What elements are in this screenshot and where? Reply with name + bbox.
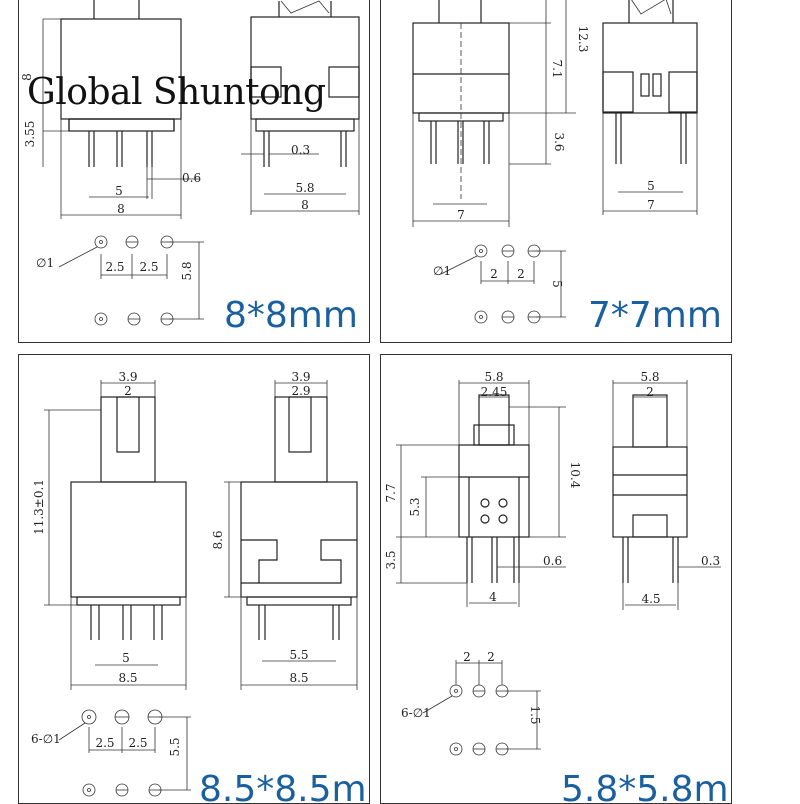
dim-text: 8 [20,73,34,81]
dim-text: 2.5 [95,736,114,750]
dim-text: 8 [117,202,125,216]
dim-text: 5.8 [295,181,314,195]
dim-text: 7 [457,208,465,222]
dim-text: 7.1 [550,59,564,78]
dim-text: 0.3 [701,554,720,568]
dim-text: 2.5 [128,736,147,750]
dim-text: 5.5 [168,737,182,756]
dim-text: 5.5 [289,648,308,662]
dim-text: 0.6 [543,554,562,568]
dim-text: 8 [301,198,309,212]
dim-text: 2 [487,650,495,664]
dim-text: 2.5 [139,260,158,274]
size-label: 5.8*5.8mm [561,769,731,804]
dim-text: 0.6 [182,171,201,185]
dim-text: 5.8 [180,261,194,280]
size-label: 7*7mm [588,295,722,336]
panel-8_5x8_5: 3.9 2 11.3±0.1 5 8.5 3.9 2.9 8.6 5.5 8.5… [18,354,370,804]
drawing-7x7: 12.3 7.1 3.6 7 5 7 ∅1 2 2 5 [412,0,698,324]
dim-text: 2.5 [105,260,124,274]
drawing-8_5x8_5: 3.9 2 11.3±0.1 5 8.5 3.9 2.9 8.6 5.5 8.5… [31,370,358,797]
dim-text: 3.6 [552,132,566,151]
dim-text: 8.6 [211,530,225,549]
dim-text: ∅1 [36,256,54,270]
dim-text: 4 [489,590,497,604]
dim-text: 5 [115,184,123,198]
dim-text: 2.45 [481,385,508,399]
dim-text: 7.7 [384,483,398,502]
dim-text: 5.8 [484,370,503,384]
dim-text: 2 [124,384,132,398]
dim-text: 0.3 [291,143,310,157]
dim-text: 5.8 [640,370,659,384]
dim-text: 11.3±0.1 [32,479,46,535]
panel-7x7: 12.3 7.1 3.6 7 5 7 ∅1 2 2 5 7*7mm [380,0,732,343]
dim-text: 4.5 [641,592,660,606]
dim-text: 5 [647,179,655,193]
dim-text: 2 [490,267,498,281]
dim-text: 3.9 [291,370,310,384]
dim-text: 8.5 [118,671,137,685]
dim-text: 5 [550,280,564,288]
dim-text: 5.3 [408,497,422,516]
dim-text: 5 [122,651,130,665]
dim-text: 1.5 [528,705,542,724]
watermark-text: Global Shuntong [27,72,326,113]
dim-text: 7 [647,198,655,212]
dim-text: 6-∅1 [31,732,61,746]
dim-text: 2.9 [291,384,310,398]
size-label: 8*8mm [224,295,358,336]
dim-text: 2 [517,267,525,281]
drawing-5_8x5_8: 5.8 2.45 10.4 7.7 5.3 3.5 0.6 4 5.8 2 0.… [384,370,721,756]
panel-8x8: 8 3.55 0.3 0.6 5 8 5.8 8 ∅1 2.5 2.5 5.8 … [18,0,370,343]
dim-text: 10.4 [568,462,582,489]
dim-text: 6-∅1 [401,706,431,720]
size-label: 8.5*8.5mm [199,769,369,804]
dim-text: 3.9 [118,370,137,384]
dim-text: 2 [646,385,654,399]
dim-text: ∅1 [433,264,451,278]
dim-text: 3.55 [23,121,37,148]
panel-5_8x5_8: 5.8 2.45 10.4 7.7 5.3 3.5 0.6 4 5.8 2 0.… [380,354,732,804]
dim-text: 12.3 [576,26,590,53]
dim-text: 2 [463,650,471,664]
dim-text: 8.5 [289,671,308,685]
dim-text: 3.5 [384,550,398,569]
drawing-8x8: 8 3.55 0.3 0.6 5 8 5.8 8 ∅1 2.5 2.5 5.8 [20,0,360,326]
